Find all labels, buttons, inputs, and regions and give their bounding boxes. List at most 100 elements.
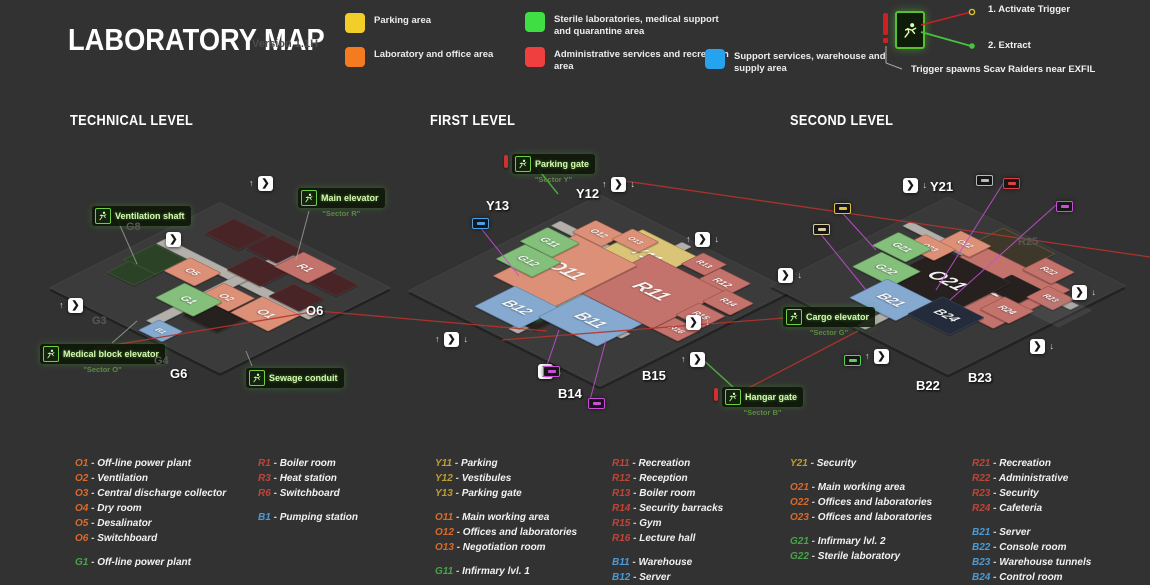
room-name: Warehouse [638, 557, 693, 568]
map-code-bold: O6 [306, 303, 324, 318]
room-list-item: B12 - Server [612, 570, 723, 585]
room-list-item: B1 - Pumping station [258, 510, 358, 525]
room-code: B23 [972, 557, 991, 568]
legend-item: Laboratory and office area [345, 47, 493, 67]
exit-label-text: Medical block elevator [63, 349, 160, 359]
room-list-item: Y12 - Vestibules [435, 471, 577, 486]
room-code: R11 [612, 458, 630, 469]
exit-label-text: Parking gate [535, 159, 590, 169]
room-list-item: O23 - Offices and laboratories [790, 510, 932, 525]
room-list-item: O22 - Offices and laboratories [790, 495, 932, 510]
exit-label-box: Hangar gate [722, 387, 804, 407]
level-heading: FIRST LEVEL [430, 112, 516, 129]
room-name: Security [999, 488, 1039, 499]
room-name: Switchboard [97, 533, 158, 544]
room-list-item: R11 - Recreation [612, 456, 723, 471]
room-name: Lecture hall [639, 533, 696, 544]
arrow-up-icon: ↑ [681, 354, 686, 364]
room-list-item: B23 - Warehouse tunnels [972, 555, 1091, 570]
keycard-icon [1056, 201, 1073, 212]
chevron-right-icon: ❯ [689, 316, 698, 328]
room-name: Desalinator [97, 518, 152, 529]
map-code-faded: G4 [154, 355, 169, 367]
legend-item: Parking area [345, 13, 431, 33]
room-code: R15 [612, 518, 631, 529]
dash-separator: - [990, 473, 999, 484]
dash-separator: - [452, 473, 462, 484]
room-code: R13 [612, 488, 631, 499]
exit-label: Parking gate"Sector Y" [512, 154, 596, 184]
room-code: O21 [790, 482, 809, 493]
exit-marker: ❯↑ [681, 352, 705, 367]
room-code: B12 [612, 572, 631, 583]
dash-separator: - [808, 512, 818, 523]
exit-label: Medical block elevator"Sector O" [40, 344, 166, 374]
exit-marker: ❯↑↓ [602, 177, 635, 192]
arrow-down-icon: ↓ [463, 334, 469, 344]
room-code-label: R1 [294, 261, 317, 274]
exit-label: Ventilation shaft [92, 206, 191, 226]
keycard-stripe [848, 359, 857, 362]
room-name: Reception [639, 473, 688, 484]
arrow-down-icon: ↓ [1091, 287, 1097, 297]
exit-label-text: Main elevator [321, 193, 379, 203]
room-code-label: R11 [626, 278, 676, 304]
room-code: O4 [75, 503, 89, 514]
exit-sector-label: "Sector G" [809, 328, 849, 337]
room-code: B21 [972, 527, 991, 538]
chevron-right-icon: ❯ [693, 353, 702, 365]
dash-separator: - [452, 458, 461, 469]
keycard-icon [472, 218, 489, 229]
legend-label: Parking area [374, 15, 432, 26]
room-list-item: R24 - Cafeteria [972, 501, 1091, 516]
room-name: Administrative [998, 473, 1069, 484]
arrow-down-icon: ↓ [1049, 341, 1055, 351]
chevron-right-icon: ❯ [781, 269, 790, 281]
chevron-right-icon: ❯ [447, 333, 456, 345]
room-name: Off-line power plant [97, 557, 191, 568]
room-code: R14 [612, 503, 631, 514]
map-code-bold: Y13 [486, 198, 510, 213]
map-code-faded: G3 [92, 315, 107, 327]
room-list-item: G21 - Infirmary lvl. 2 [790, 534, 932, 549]
exit-sector-label: "Sector B" [743, 408, 782, 417]
exit-marker: ❯↓ [1030, 339, 1054, 354]
exit-label-box: Main elevator [298, 188, 385, 208]
trigger-step-1: 1. Activate Trigger [988, 4, 1071, 15]
room-name: Boiler room [639, 488, 696, 499]
map-code-bold: Y12 [576, 186, 600, 201]
room-list-item: R16 - Lecture hall [612, 531, 723, 546]
dash-separator: - [270, 473, 280, 484]
dash-separator: - [808, 536, 818, 547]
dash-separator: - [630, 488, 640, 499]
exclamation-dot [883, 38, 888, 43]
map-code-bold: G6 [170, 366, 188, 381]
arrow-up-icon: ↑ [686, 234, 691, 244]
dash-separator: - [629, 458, 639, 469]
version-label: Version 1.1H [252, 38, 319, 50]
room-code: O12 [435, 527, 454, 538]
arrow-up-icon: ↑ [865, 351, 870, 361]
legend-color-swatch [525, 47, 545, 67]
exit-sign-icon [43, 346, 59, 362]
room-list-item: R22 - Administrative [972, 471, 1091, 486]
room-name: Switchboard [279, 488, 340, 499]
dash-separator: - [990, 488, 1000, 499]
room-code: Y12 [435, 473, 453, 484]
legend-color-swatch [345, 13, 365, 33]
room-code-label: G21 [889, 240, 915, 254]
room-name: Boiler room [279, 458, 336, 469]
exit-label-text: Cargo elevator [806, 312, 870, 322]
exit-marker: ❯ [166, 232, 181, 247]
dash-separator: - [990, 458, 1000, 469]
red-tick-icon [504, 155, 508, 168]
room-code: R22 [972, 473, 991, 484]
dash-separator: - [990, 527, 1000, 538]
map-code-bold: B23 [968, 370, 992, 385]
room-code-label: G1 [177, 293, 201, 306]
room-list-item: B11 - Warehouse [612, 555, 723, 570]
room-code: O2 [75, 473, 89, 484]
